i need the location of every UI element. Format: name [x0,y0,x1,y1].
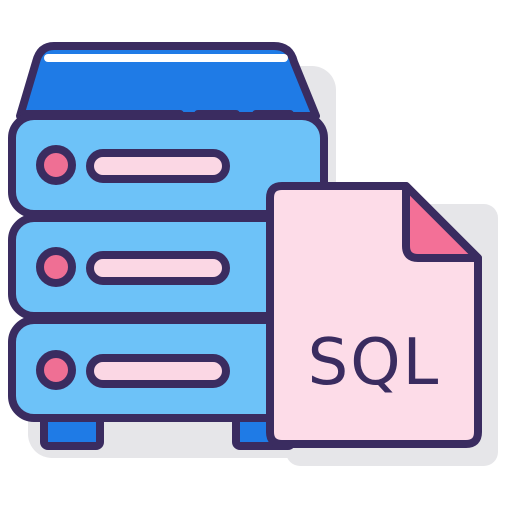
server-unit-2 [8,214,328,320]
server-unit-2-slot [86,251,230,285]
server-unit-1 [8,112,328,218]
server-unit-3 [8,316,328,422]
server-unit-1-led [36,145,76,185]
server-top-cap [16,42,320,120]
server-unit-3-slot [86,354,230,388]
server-unit-1-slot [86,149,230,183]
sql-file-folded-corner [402,182,482,262]
sql-file-document: SQL [266,182,482,448]
server-unit-2-led [36,247,76,287]
server-unit-3-led [36,350,76,390]
sql-file-label: SQL [308,326,441,400]
server-top-shape [16,42,320,120]
